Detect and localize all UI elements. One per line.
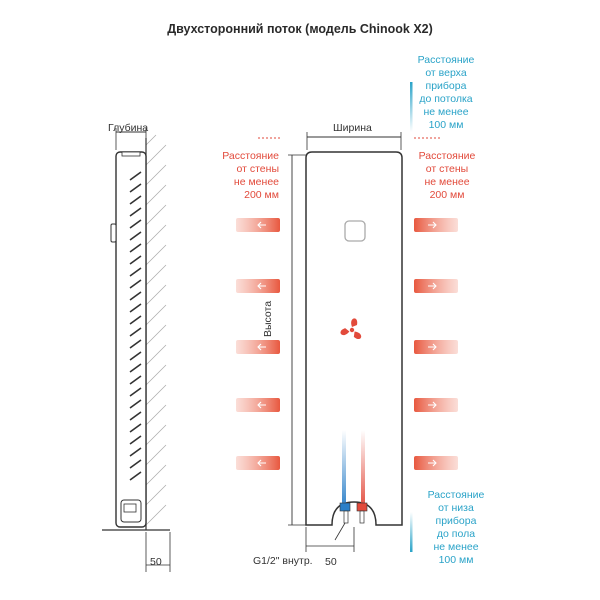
left-wall-note-line: от стены bbox=[236, 163, 279, 175]
airflow-arrow-icon bbox=[236, 218, 280, 232]
cold-pipe bbox=[342, 430, 346, 510]
airflow-arrow-icon bbox=[236, 340, 280, 354]
right-wall-note-line: Расстояние bbox=[418, 150, 476, 162]
top-note-line: 100 мм bbox=[428, 119, 464, 131]
airflow-arrow-icon bbox=[414, 279, 458, 293]
bottom-note-line: Расстояние bbox=[427, 489, 485, 501]
airflow-arrow-icon bbox=[236, 456, 280, 470]
bottom-note-line: от низа bbox=[438, 502, 474, 514]
right-wall-note-line: не менее bbox=[424, 176, 470, 188]
bottom-note-line: прибора bbox=[435, 515, 477, 527]
left-wall-note-line: 200 мм bbox=[244, 189, 279, 201]
fan-icon bbox=[340, 318, 362, 340]
depth-clearance-value: 50 bbox=[150, 556, 162, 568]
depth-label: Глубина bbox=[108, 122, 149, 134]
top-clearance-arrow bbox=[410, 82, 413, 132]
left-wall-note: Расстояние от стены не менее 200 мм bbox=[195, 150, 279, 202]
airflow-arrow-icon bbox=[414, 218, 458, 232]
airflow-arrow-icon bbox=[414, 456, 458, 470]
heater-top-cap bbox=[121, 151, 141, 157]
heater-fins bbox=[129, 171, 142, 481]
airflow-arrow-icon bbox=[236, 279, 280, 293]
bottom-clearance-note: Расстояние от низа прибора до пола не ме… bbox=[420, 489, 492, 567]
hot-fitting bbox=[359, 510, 365, 524]
pipe-callout-line bbox=[334, 522, 346, 541]
side-control-button bbox=[110, 223, 117, 243]
front-view bbox=[288, 132, 403, 552]
top-clearance-note: Расстояние от верха прибора до потолка н… bbox=[410, 54, 482, 132]
right-wall-note: Расстояние от стены не менее 200 мм bbox=[412, 150, 482, 202]
top-note-line: до потолка bbox=[419, 93, 473, 105]
hot-pipe bbox=[361, 430, 365, 510]
left-airflow-arrows bbox=[236, 218, 280, 470]
cold-fitting bbox=[343, 510, 349, 524]
control-panel-icon bbox=[344, 220, 366, 242]
cold-valve bbox=[339, 502, 351, 512]
pipe-offset-value: 50 bbox=[325, 556, 337, 568]
side-view bbox=[102, 128, 171, 572]
airflow-arrow-icon bbox=[414, 340, 458, 354]
airflow-arrow-icon bbox=[236, 398, 280, 412]
side-valve bbox=[123, 503, 137, 513]
top-note-line: Расстояние bbox=[417, 54, 475, 66]
top-note-line: прибора bbox=[425, 80, 467, 92]
bottom-note-line: не менее bbox=[433, 541, 479, 553]
bottom-note-line: до пола bbox=[436, 528, 476, 540]
bottom-clearance-arrow bbox=[410, 512, 413, 552]
airflow-arrow-icon bbox=[414, 398, 458, 412]
width-label: Ширина bbox=[333, 122, 372, 134]
right-wall-note-line: 200 мм bbox=[429, 189, 465, 201]
top-note-line: не менее bbox=[423, 106, 469, 118]
diagram-title: Двухсторонний поток (модель Chinook X2) bbox=[167, 22, 433, 36]
hot-valve bbox=[356, 502, 368, 512]
wall-hatching bbox=[145, 134, 167, 526]
left-wall-note-line: Расстояние bbox=[222, 150, 279, 162]
top-note-line: от верха bbox=[425, 67, 467, 79]
pipe-thread-label: G1/2" внутр. bbox=[253, 555, 313, 567]
bottom-note-line: 100 мм bbox=[438, 554, 474, 566]
right-wall-note-line: от стены bbox=[425, 163, 469, 175]
left-wall-note-line: не менее bbox=[233, 176, 279, 188]
right-airflow-arrows bbox=[414, 218, 458, 470]
heater-front-body bbox=[305, 151, 403, 526]
heater-side-body bbox=[115, 151, 147, 528]
